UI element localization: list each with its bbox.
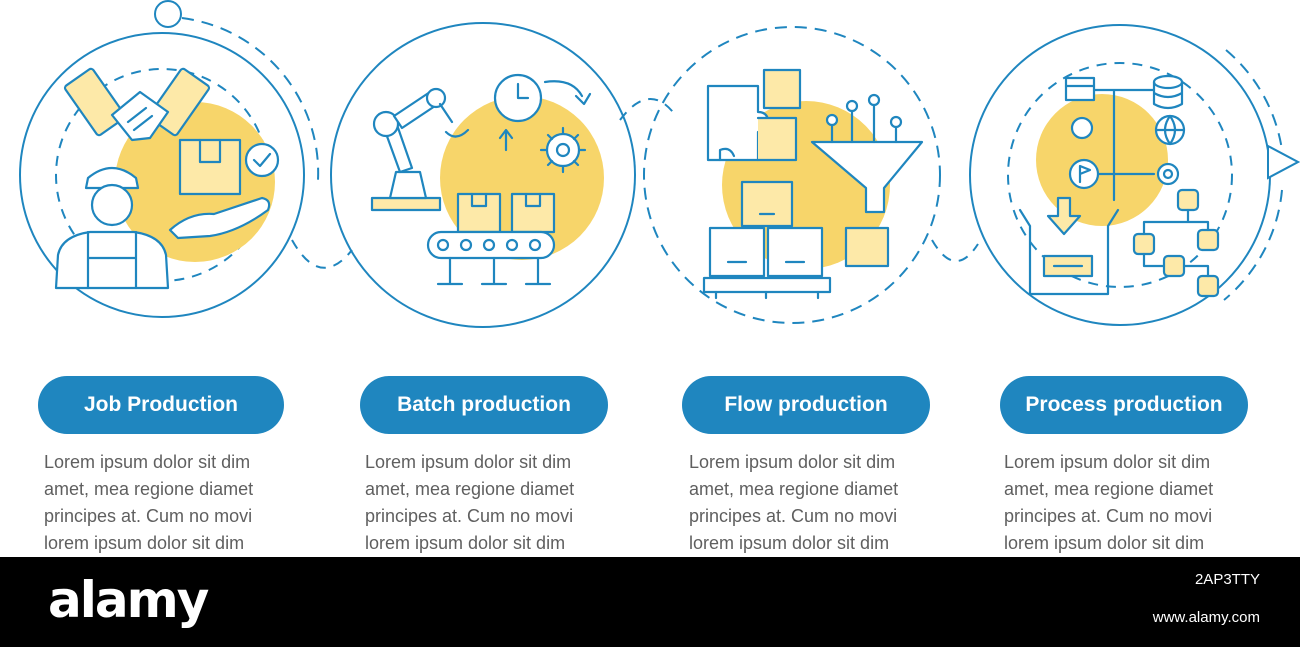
stock-footer-bar: alamy 2AP3TTY www.alamy.com bbox=[0, 557, 1300, 647]
step-4-line-3: principes at. Cum no movi bbox=[1004, 506, 1213, 526]
step-3-line-2: amet, mea regione diamet bbox=[689, 479, 899, 499]
step-1-illustration bbox=[19, 0, 320, 318]
step-1-line-1: Lorem ipsum dolor sit dim bbox=[44, 452, 251, 472]
step-1-title: Job Production bbox=[38, 376, 284, 434]
step-3-line-1: Lorem ipsum dolor sit dim bbox=[689, 452, 896, 472]
image-id: 2AP3TTY bbox=[1194, 571, 1260, 588]
step-2-line-1: Lorem ipsum dolor sit dim bbox=[365, 452, 572, 472]
step-2-line-4: lorem ipsum dolor sit dim bbox=[365, 533, 566, 553]
step-3-line-3: principes at. Cum no movi bbox=[689, 506, 898, 526]
network-flowchart-icon bbox=[1018, 74, 1220, 298]
step-1-description: Lorem ipsum dolor sit dim amet, mea regi… bbox=[44, 449, 296, 557]
step-4-illustration bbox=[969, 24, 1300, 326]
puzzle-funnel-boxes-icon bbox=[702, 68, 924, 300]
timeline-start-dot bbox=[154, 0, 182, 28]
step-4-line-2: amet, mea regione diamet bbox=[1004, 479, 1214, 499]
infographic-artwork bbox=[19, 0, 1300, 328]
step-2-line-2: amet, mea regione diamet bbox=[365, 479, 575, 499]
step-1-line-4: lorem ipsum dolor sit dim bbox=[44, 533, 245, 553]
step-2-description: Lorem ipsum dolor sit dim amet, mea regi… bbox=[365, 449, 617, 557]
step-1-line-3: principes at. Cum no movi bbox=[44, 506, 253, 526]
timeline-end-arrow bbox=[1267, 144, 1300, 180]
step-2-illustration bbox=[330, 22, 636, 328]
step-4-description: Lorem ipsum dolor sit dim amet, mea regi… bbox=[1004, 449, 1256, 557]
site-url: www.alamy.com bbox=[1152, 609, 1260, 626]
step-3-description: Lorem ipsum dolor sit dim amet, mea regi… bbox=[689, 449, 941, 557]
step-4-line-1: Lorem ipsum dolor sit dim bbox=[1004, 452, 1211, 472]
step-2-line-3: principes at. Cum no movi bbox=[365, 506, 574, 526]
step-3-title: Flow production bbox=[682, 376, 930, 434]
step-3-line-4: lorem ipsum dolor sit dim bbox=[689, 533, 890, 553]
step-2-title: Batch production bbox=[360, 376, 608, 434]
step-3-illustration bbox=[643, 26, 941, 324]
brand-logo: alamy bbox=[48, 571, 209, 629]
step-1-line-2: amet, mea regione diamet bbox=[44, 479, 254, 499]
robot-arm-conveyor-icon bbox=[370, 73, 592, 286]
step-4-title: Process production bbox=[1000, 376, 1248, 434]
handshake-worker-icon bbox=[54, 67, 280, 290]
step-4-line-4: lorem ipsum dolor sit dim bbox=[1004, 533, 1205, 553]
